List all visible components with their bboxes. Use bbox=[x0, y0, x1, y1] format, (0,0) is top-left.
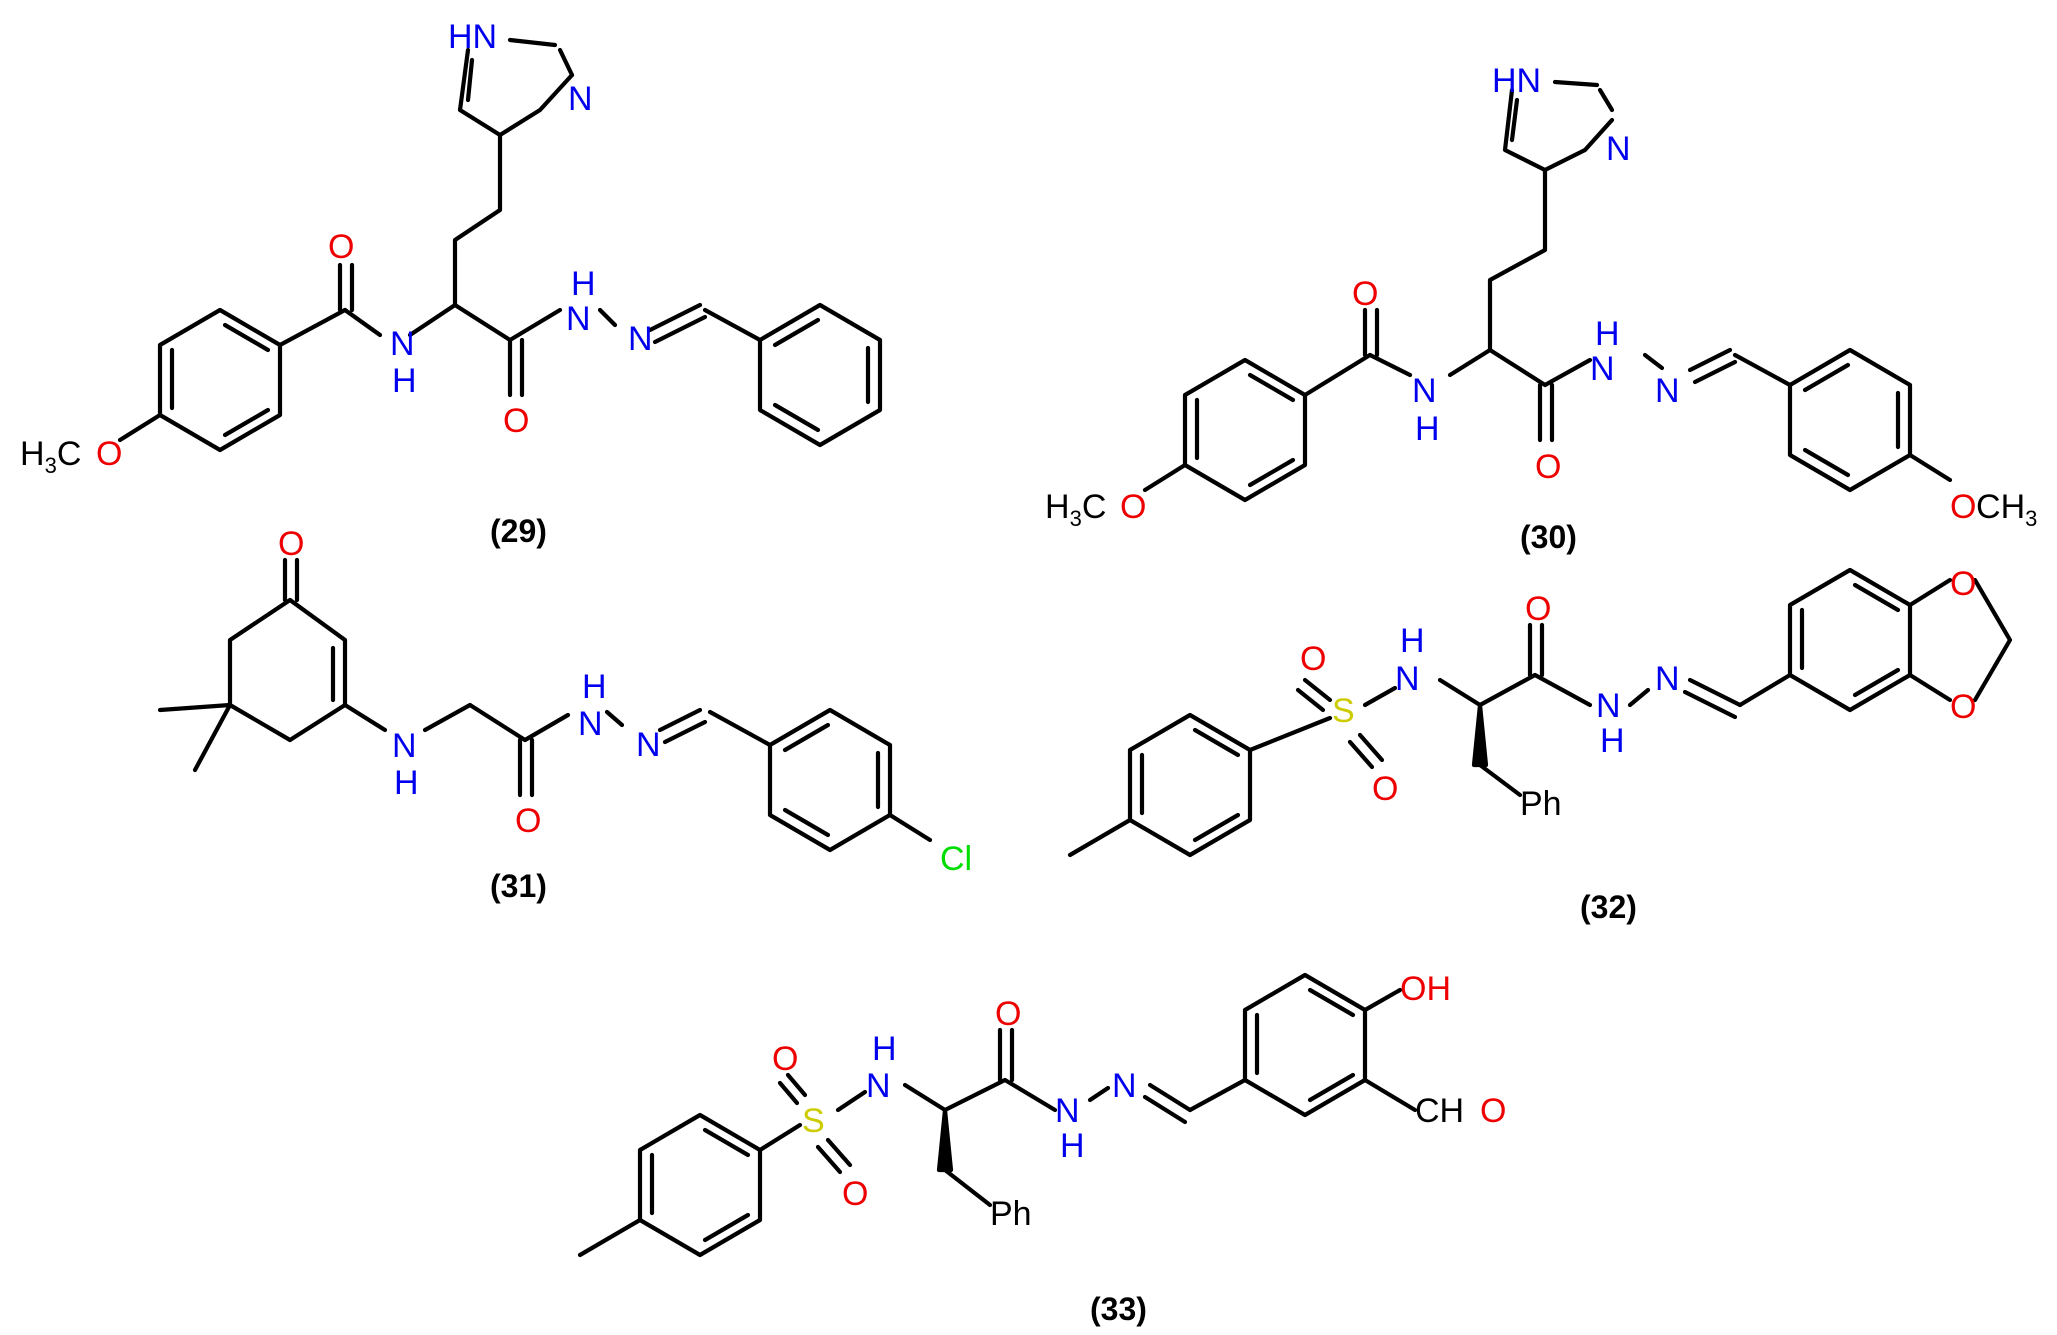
svg-text:O: O bbox=[1120, 488, 1146, 526]
compound-33: O S O H N Ph O N H N OH CH O (33) bbox=[577, 970, 1506, 1327]
svg-text:H: H bbox=[571, 265, 596, 303]
svg-text:O: O bbox=[1950, 565, 1976, 603]
bonds-31 bbox=[157, 557, 933, 853]
svg-text:HN: HN bbox=[448, 18, 497, 56]
svg-text:H: H bbox=[1595, 315, 1620, 353]
svg-text:H: H bbox=[394, 764, 419, 802]
svg-text:H: H bbox=[1400, 622, 1425, 660]
svg-text:O: O bbox=[515, 802, 541, 840]
svg-text:N: N bbox=[1395, 660, 1420, 698]
svg-text:H: H bbox=[392, 362, 417, 400]
svg-text:S: S bbox=[1332, 692, 1355, 730]
caption-32: (32) bbox=[1580, 889, 1637, 925]
svg-text:N: N bbox=[636, 726, 661, 764]
svg-text:N: N bbox=[1055, 1092, 1080, 1130]
svg-text:O: O bbox=[1372, 770, 1398, 808]
svg-text:O: O bbox=[1950, 688, 1976, 726]
svg-text:H3C: H3C bbox=[1045, 488, 1106, 531]
svg-text:O: O bbox=[772, 1040, 798, 1078]
atom-labels-30: HN N O N H O H N N H3C O O CH3 bbox=[1045, 62, 2037, 531]
svg-text:N: N bbox=[628, 320, 653, 358]
svg-text:O: O bbox=[1535, 448, 1561, 486]
svg-text:CH3: CH3 bbox=[1976, 488, 2037, 531]
bonds-33 bbox=[577, 972, 1418, 1258]
svg-text:Ph: Ph bbox=[1520, 785, 1562, 823]
atom-labels-31: O N H O H N N Cl bbox=[278, 525, 972, 878]
svg-text:N: N bbox=[568, 80, 593, 118]
svg-text:H: H bbox=[1600, 722, 1625, 760]
svg-text:N: N bbox=[1655, 660, 1680, 698]
compound-32: O S O H N Ph O N H N O O (32) bbox=[1067, 565, 2013, 925]
caption-31: (31) bbox=[490, 868, 547, 904]
svg-text:N: N bbox=[1112, 1067, 1137, 1105]
svg-text:O: O bbox=[278, 525, 304, 563]
caption-29: (29) bbox=[490, 513, 547, 549]
svg-text:N: N bbox=[566, 300, 591, 338]
svg-text:N: N bbox=[390, 325, 415, 363]
svg-text:O: O bbox=[503, 402, 529, 440]
svg-text:H: H bbox=[1415, 410, 1440, 448]
svg-text:O: O bbox=[1300, 640, 1326, 678]
compound-29: HN N O N H O H N N H3C O (29) bbox=[20, 18, 883, 549]
svg-text:N: N bbox=[866, 1067, 891, 1105]
svg-text:O: O bbox=[1950, 488, 1976, 526]
svg-text:H: H bbox=[872, 1030, 897, 1068]
svg-text:Cl: Cl bbox=[940, 840, 972, 878]
svg-text:O: O bbox=[1525, 590, 1551, 628]
svg-text:N: N bbox=[1590, 350, 1615, 388]
svg-text:N: N bbox=[1655, 372, 1680, 410]
atom-labels-32: O S O H N Ph O N H N O O bbox=[1300, 565, 1976, 823]
atom-labels-29: HN N O N H O H N N H3C O bbox=[20, 18, 653, 478]
svg-text:O: O bbox=[1352, 275, 1378, 313]
svg-text:N: N bbox=[1596, 687, 1621, 725]
svg-text:H: H bbox=[582, 668, 607, 706]
svg-text:N: N bbox=[1606, 130, 1631, 168]
caption-30: (30) bbox=[1520, 519, 1577, 555]
atom-labels-33: O S O H N Ph O N H N OH CH O bbox=[772, 970, 1506, 1233]
svg-text:N: N bbox=[1412, 372, 1437, 410]
svg-text:O: O bbox=[995, 995, 1021, 1033]
compound-30: HN N O N H O H N N H3C O O CH3 (30) bbox=[1045, 62, 2037, 555]
svg-text:O: O bbox=[842, 1175, 868, 1213]
svg-text:H3C: H3C bbox=[20, 435, 81, 478]
bonds-30 bbox=[1142, 79, 1953, 503]
svg-text:Ph: Ph bbox=[990, 1195, 1032, 1233]
svg-text:O: O bbox=[1480, 1092, 1506, 1130]
svg-text:N: N bbox=[392, 727, 417, 765]
svg-text:H: H bbox=[1060, 1127, 1085, 1165]
bonds-32 bbox=[1067, 567, 2013, 858]
svg-text:HN: HN bbox=[1492, 62, 1541, 100]
compound-31: O N H O H N N Cl (31) bbox=[157, 525, 972, 904]
svg-text:N: N bbox=[578, 705, 603, 743]
svg-text:CH: CH bbox=[1415, 1092, 1464, 1130]
svg-text:S: S bbox=[802, 1102, 825, 1140]
bonds-29 bbox=[117, 37, 883, 453]
svg-text:OH: OH bbox=[1400, 970, 1451, 1008]
svg-text:O: O bbox=[328, 228, 354, 266]
caption-33: (33) bbox=[1090, 1291, 1147, 1327]
svg-text:O: O bbox=[96, 435, 122, 473]
